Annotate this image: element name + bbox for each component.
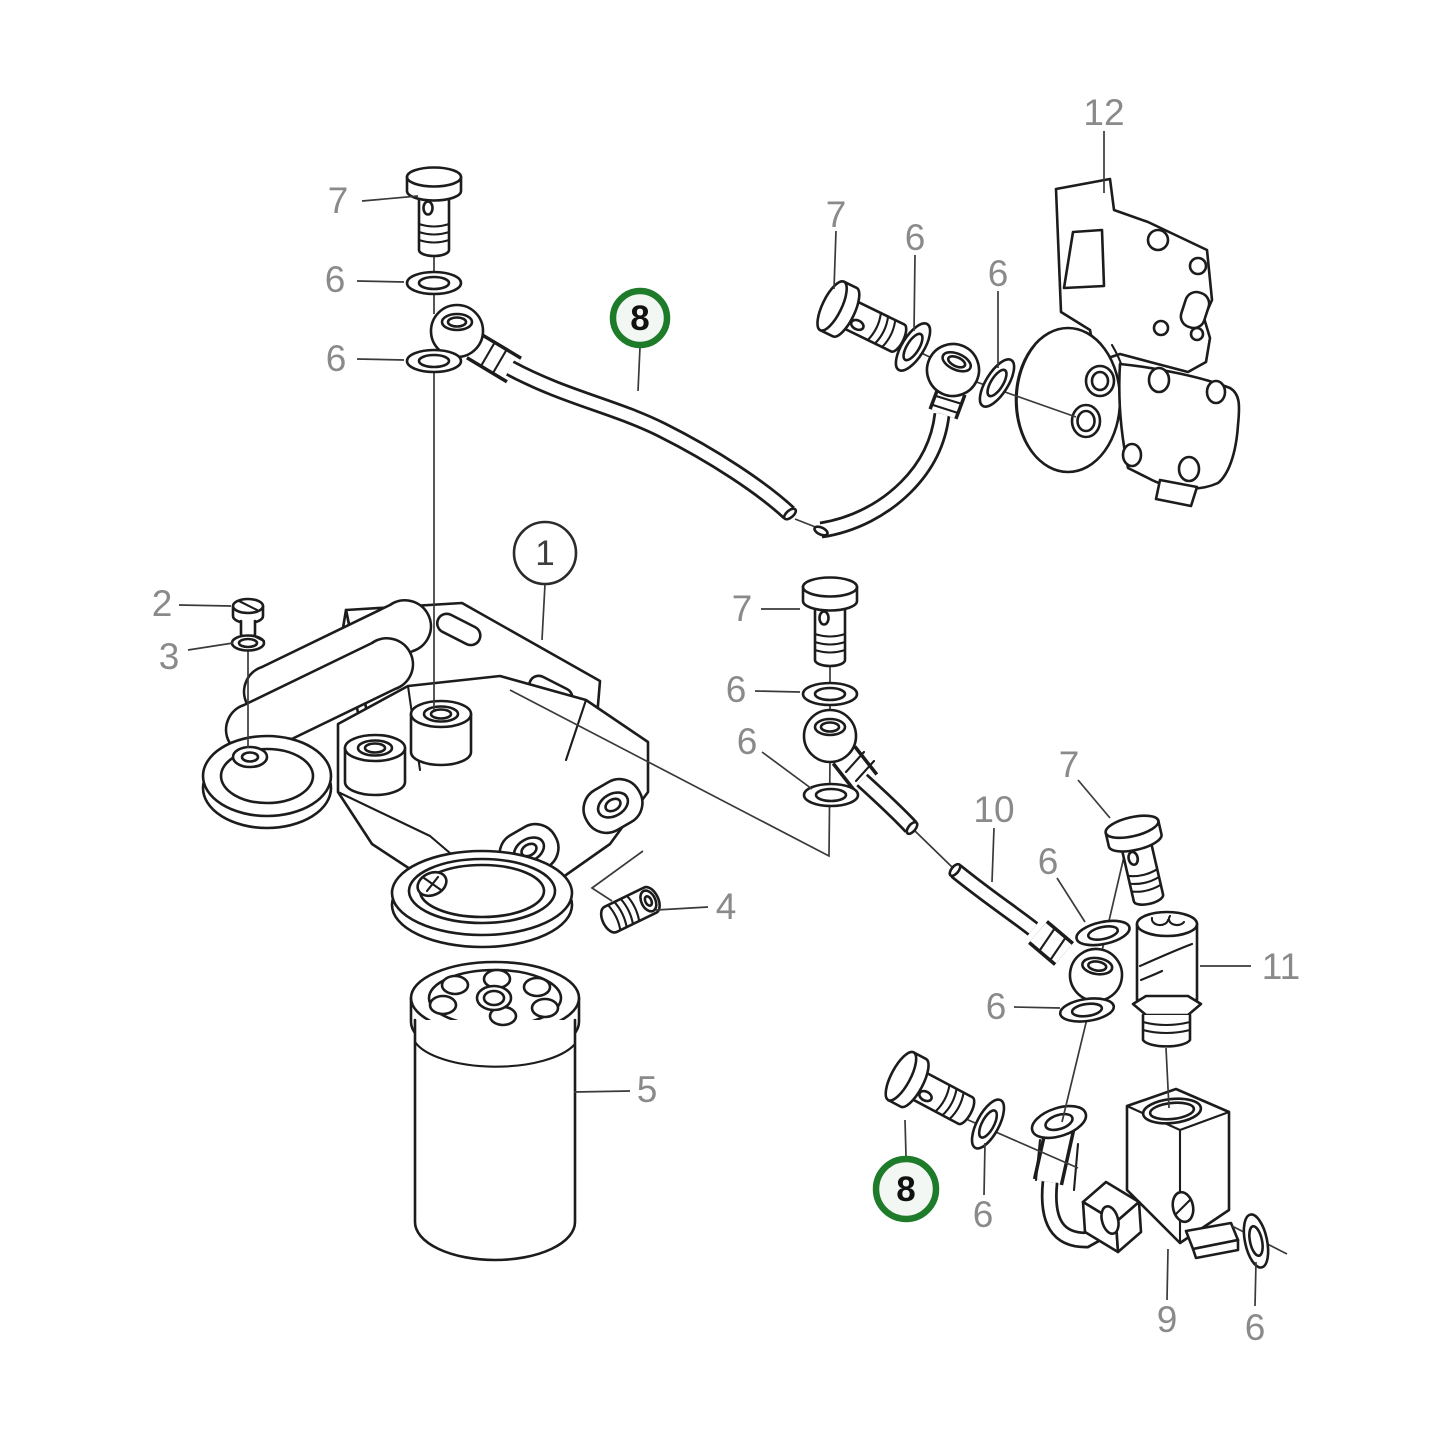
callout-labels: 7 6 6 8 7 6 6 12 1 2 3 4 5 7 6 6 10 7 6 … [152, 92, 1301, 1348]
screw-and-lock-washer-drawing [230, 597, 266, 652]
callout-1-circled[interactable]: 1 [512, 520, 578, 586]
callout-9: 9 [1157, 1299, 1178, 1340]
callout-8-label: 8 [896, 1170, 915, 1209]
callout-6: 6 [973, 1194, 994, 1235]
callout-4: 4 [716, 886, 737, 927]
filter-cartridge-drawing [409, 960, 581, 1262]
filter-head-drawing [201, 598, 650, 949]
callout-12: 12 [1083, 92, 1124, 133]
callout-8-label: 8 [630, 299, 649, 338]
fuel-hose-8-drawing [429, 303, 989, 539]
callout-7: 7 [1059, 744, 1080, 785]
overflow-valve-drawing [1131, 910, 1203, 1048]
callout-11: 11 [1262, 946, 1300, 987]
callout-2: 2 [152, 583, 173, 624]
callout-6: 6 [986, 986, 1007, 1027]
callout-1-label: 1 [535, 534, 554, 573]
callout-10: 10 [973, 789, 1014, 830]
callout-8-highlighted[interactable]: 8 [872, 1155, 940, 1223]
callout-6: 6 [325, 259, 346, 300]
callout-5: 5 [637, 1069, 658, 1110]
callout-3: 3 [159, 636, 180, 677]
callout-6: 6 [326, 338, 347, 379]
callout-8-highlighted[interactable]: 8 [609, 287, 671, 349]
callout-6: 6 [905, 217, 926, 258]
callout-6: 6 [726, 669, 747, 710]
fuel-pump-drawing [1014, 177, 1241, 508]
callout-7: 7 [826, 194, 847, 235]
connector-block-drawing [1030, 1087, 1240, 1260]
callout-7: 7 [328, 180, 349, 221]
leader-lines [178, 131, 1257, 1307]
callout-6: 6 [737, 721, 758, 762]
fuel-hose-10-drawing [802, 708, 1127, 1006]
callout-7: 7 [732, 588, 753, 629]
plug-drawing [599, 885, 661, 934]
callout-6: 6 [1038, 841, 1059, 882]
callout-6: 6 [988, 253, 1009, 294]
callout-6: 6 [1245, 1307, 1266, 1348]
